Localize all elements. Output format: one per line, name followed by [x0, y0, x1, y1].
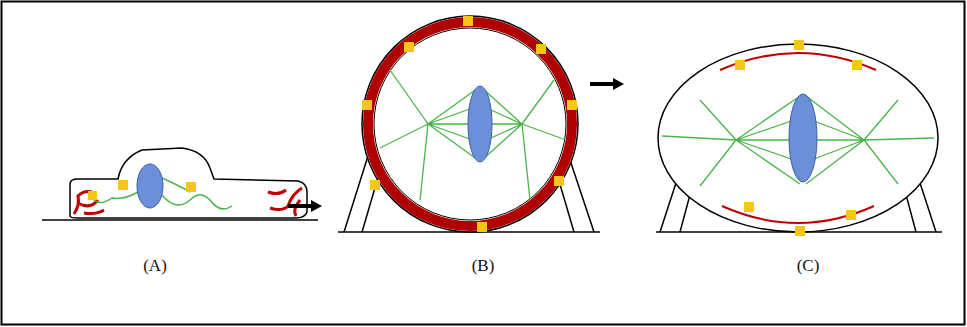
panel-label: (B) [472, 256, 495, 276]
panel-label: (A) [143, 256, 167, 276]
panel-label: (C) [797, 256, 820, 276]
